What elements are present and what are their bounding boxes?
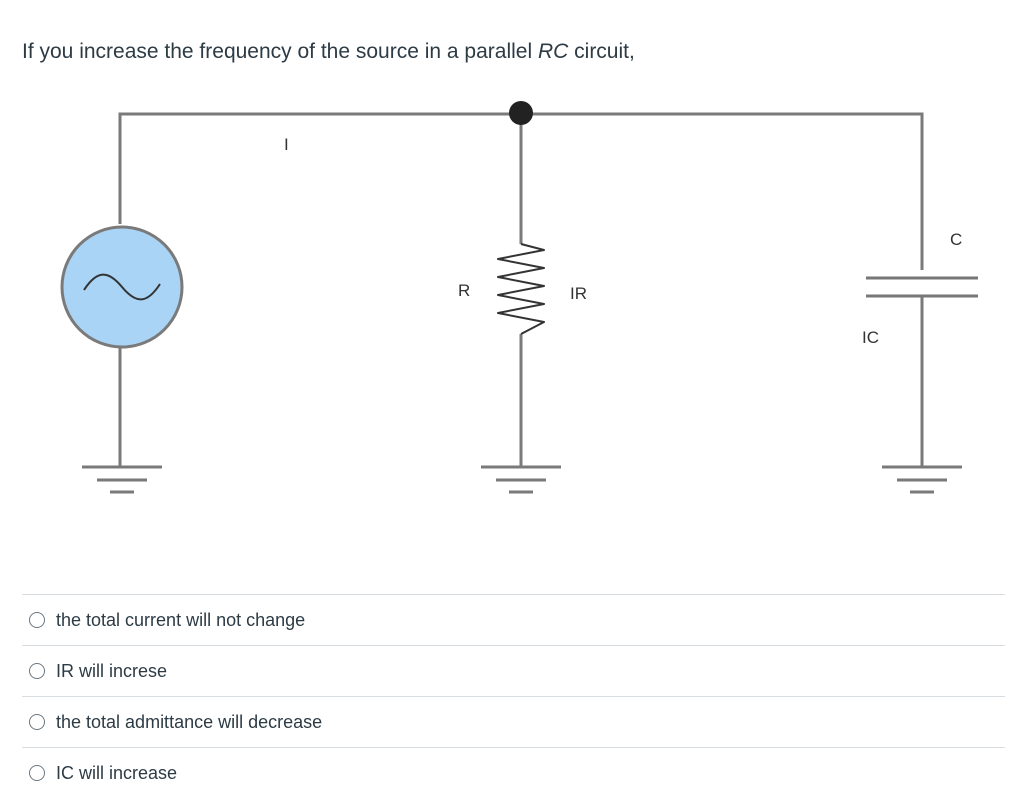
answer-label: the total admittance will decrease [56, 711, 323, 732]
resistor-label: R [458, 281, 470, 300]
resistor-current-label: IR [570, 284, 587, 303]
ac-source-icon [60, 225, 184, 349]
radio-button[interactable] [29, 663, 45, 679]
capacitor-icon [866, 276, 978, 298]
radio-button[interactable] [29, 714, 45, 730]
radio-button[interactable] [29, 765, 45, 781]
current-label: I [284, 135, 289, 154]
answer-option[interactable]: IR will increse [22, 645, 1005, 696]
answer-list: the total current will not change IR wil… [22, 594, 1005, 798]
radio-button[interactable] [29, 612, 45, 628]
circuit-diagram: I R IR C IC [60, 101, 978, 494]
answer-option[interactable]: the total admittance will decrease [22, 696, 1005, 747]
question-text-italic: RC [537, 40, 569, 63]
ground-icon [481, 465, 561, 494]
answer-option[interactable]: the total current will not change [22, 594, 1005, 645]
junction-node [509, 101, 533, 125]
capacitor-label: C [950, 230, 962, 249]
answer-label: IR will increse [56, 660, 168, 681]
capacitor-current-label: IC [862, 328, 879, 347]
question-text-start: If you increase the frequency of the sou… [22, 40, 538, 63]
question-text-end: circuit, [568, 40, 635, 63]
answer-option[interactable]: IC will increase [22, 747, 1005, 798]
ground-icon [82, 465, 162, 494]
question-text: If you increase the frequency of the sou… [22, 40, 635, 64]
resistor-icon [497, 243, 545, 335]
ground-icon [882, 465, 962, 494]
answer-label: the total current will not change [56, 609, 306, 630]
answer-label: IC will increase [56, 762, 178, 783]
